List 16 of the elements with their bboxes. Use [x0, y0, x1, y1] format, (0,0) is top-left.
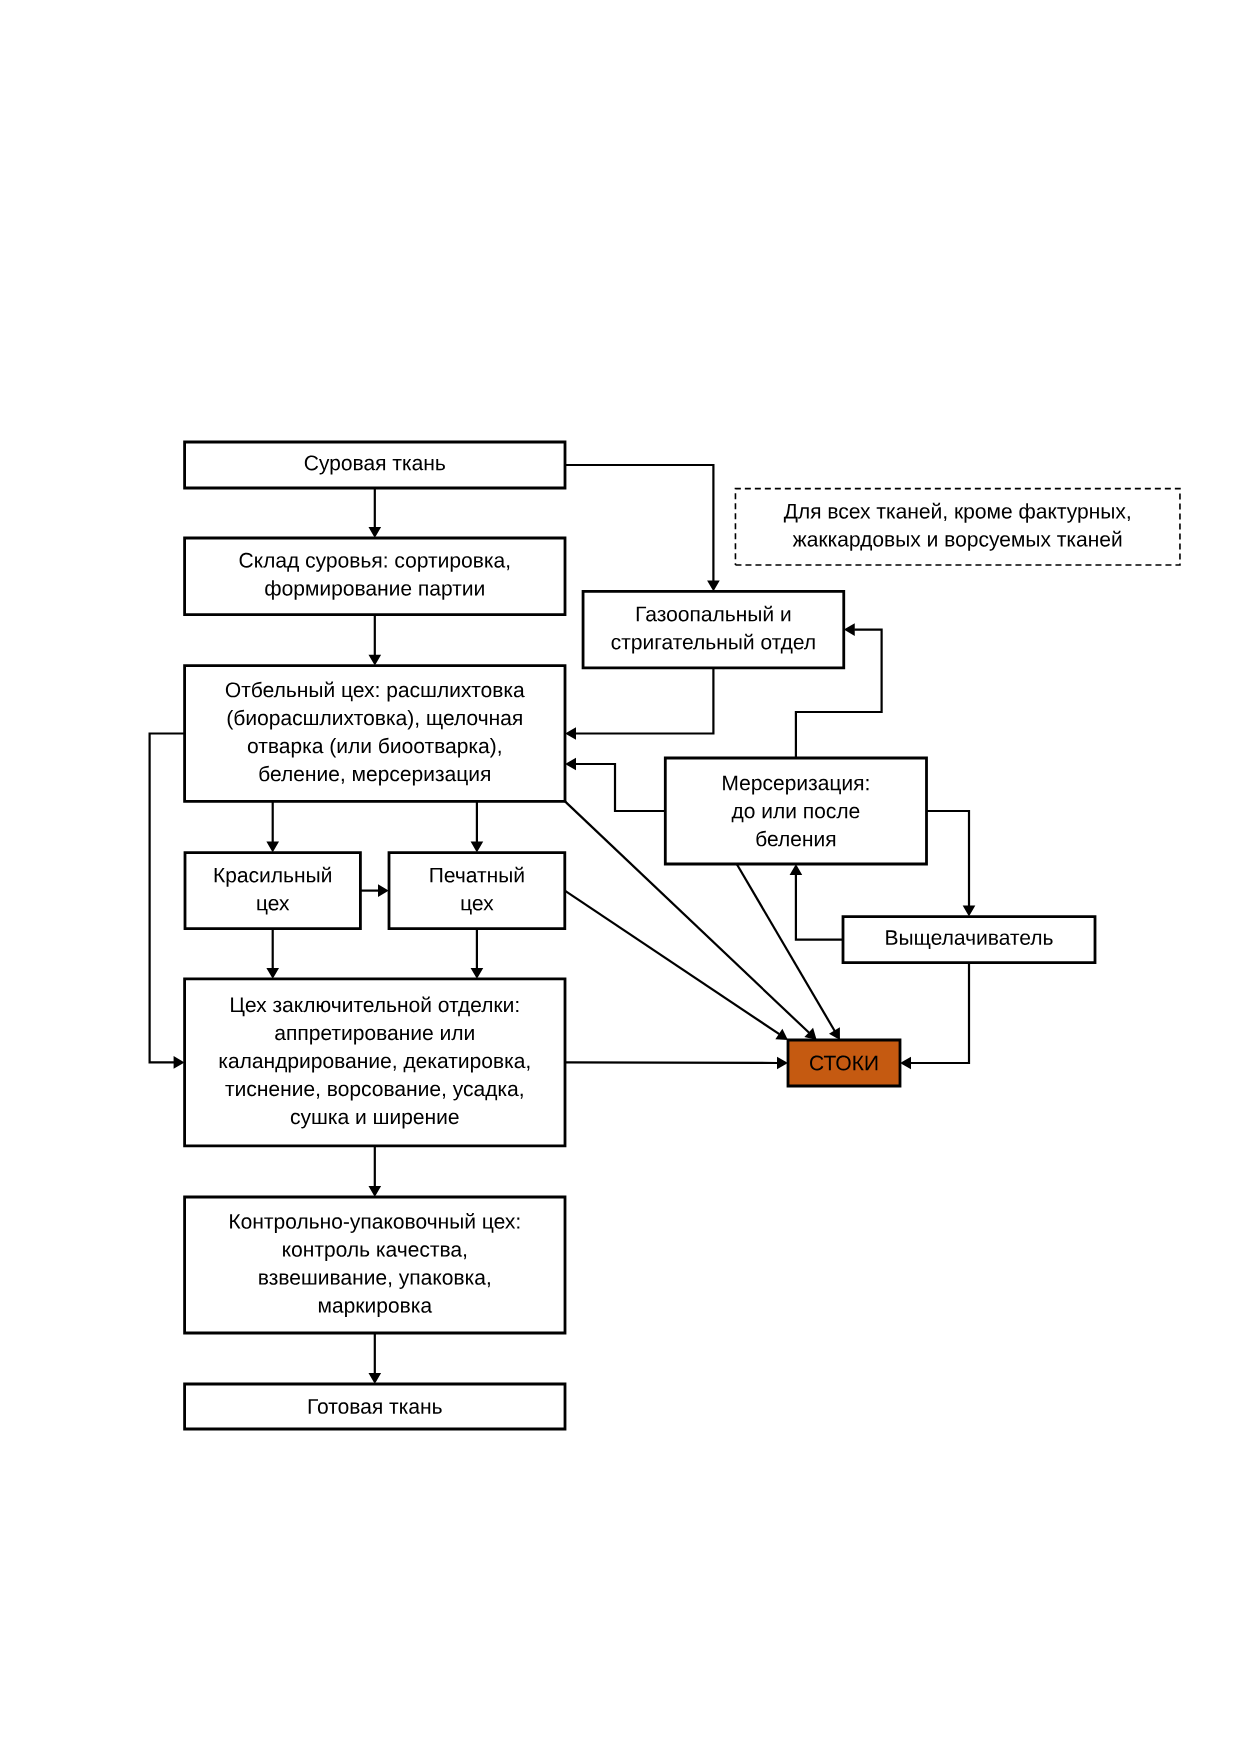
process-box: Газоопальный и стригательный отдел	[581, 590, 846, 670]
process-box: Печатный цех	[387, 851, 567, 930]
process-box: СТОКИ	[786, 1038, 902, 1088]
process-box: Мерсеризация: до или после беления	[663, 756, 928, 866]
process-box: Готовая ткань	[183, 1382, 567, 1431]
note-box: Для всех тканей, кроме фактурных, жаккардовых и ворсуемых тканей	[734, 487, 1181, 566]
arrow	[564, 889, 788, 1040]
arrow	[564, 800, 817, 1040]
process-box: Контрольно-упаковочный цех: контроль качества, взвешивание, упаковка, маркировка	[183, 1195, 567, 1335]
process-box: Красильный цех	[183, 851, 362, 930]
arrow	[735, 863, 840, 1040]
process-box: Цех заключительной отделки: аппретирование или каландрирование, декатировка, тиснение, ворсование, усадка, сушка и ширение	[183, 977, 567, 1148]
process-box: Суровая ткань	[183, 440, 567, 490]
process-box: Склад суровья: сортировка, формирование партии	[183, 536, 567, 616]
process-box: Выщелачиватель	[841, 915, 1097, 964]
process-box: Отбельный цех: расшлихтовка (биорасшлихтовка), щелочная отварка (или биоотварка), беление, мерсеризация	[183, 664, 567, 803]
